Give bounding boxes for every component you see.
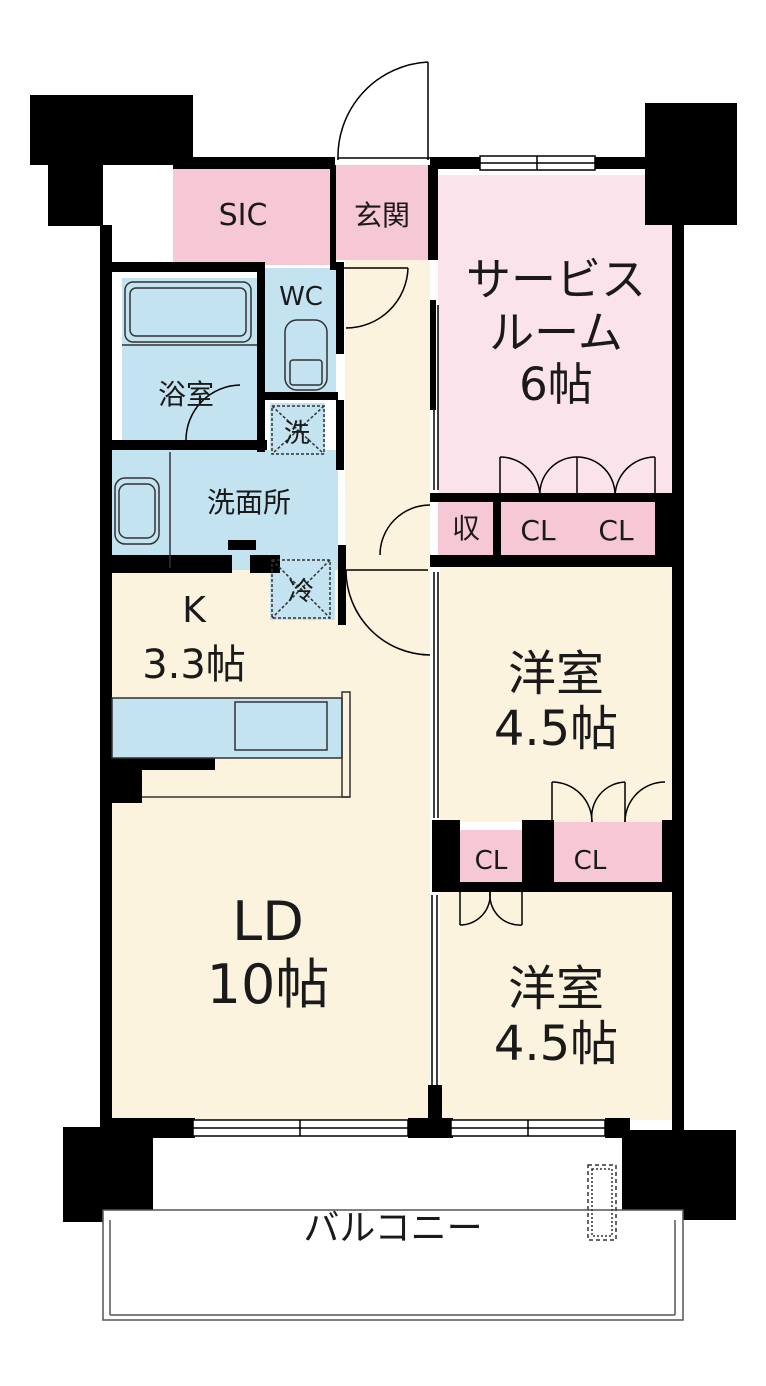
wash-basin bbox=[114, 477, 160, 545]
floor-fills bbox=[110, 165, 675, 1120]
labels: SIC 玄関 サービス ルーム 6帖 WC 浴室 洗 洗面所 冷 収 CL CL… bbox=[142, 198, 646, 1249]
label-closet-b: CL bbox=[598, 514, 634, 547]
bathtub bbox=[124, 281, 252, 343]
sliding-doors bbox=[431, 305, 439, 1085]
toilet bbox=[284, 319, 328, 391]
genkan-floor bbox=[335, 165, 430, 260]
label-service-room-1: サービス bbox=[466, 253, 646, 306]
closet-c-floor bbox=[460, 830, 522, 885]
fixtures bbox=[102, 281, 684, 1321]
balcony-hatch bbox=[587, 1164, 617, 1241]
label-western1-1: 洋室 bbox=[508, 646, 604, 702]
wash-machine-floor bbox=[270, 403, 325, 455]
label-closet-d: CL bbox=[574, 846, 607, 876]
walls bbox=[30, 95, 737, 1222]
kitchen-counter bbox=[111, 697, 343, 759]
label-genkan: 玄関 bbox=[354, 199, 410, 232]
label-bath: 浴室 bbox=[158, 378, 214, 411]
ld-floor bbox=[110, 570, 430, 1120]
label-western2-1: 洋室 bbox=[508, 961, 604, 1017]
western2-floor bbox=[440, 890, 673, 1120]
service-room-floor bbox=[438, 175, 675, 500]
label-storage: 収 bbox=[452, 512, 480, 545]
label-service-room-2: ルーム bbox=[489, 306, 623, 359]
closet-d-floor bbox=[552, 822, 665, 882]
western1-floor bbox=[440, 567, 673, 822]
label-ld-2: 10帖 bbox=[207, 953, 330, 1016]
label-wc: WC bbox=[279, 282, 323, 312]
balcony-rail bbox=[102, 1209, 684, 1321]
label-kitchen-2: 3.3帖 bbox=[142, 642, 246, 688]
label-fridge: 冷 bbox=[288, 577, 314, 607]
closet-b-floor bbox=[577, 500, 655, 555]
label-balcony: バルコニー bbox=[303, 1208, 482, 1249]
closet-a-floor bbox=[500, 500, 577, 555]
label-closet-c: CL bbox=[475, 846, 508, 876]
sic-floor bbox=[173, 165, 330, 265]
label-closet-a: CL bbox=[520, 514, 556, 547]
label-western2-2: 4.5帖 bbox=[494, 1016, 618, 1072]
windows bbox=[192, 155, 606, 1137]
label-kitchen-1: K bbox=[182, 590, 207, 631]
door-swings bbox=[185, 61, 666, 926]
label-sic: SIC bbox=[219, 198, 268, 233]
label-washroom: 洗面所 bbox=[207, 486, 291, 519]
label-service-room-3: 6帖 bbox=[519, 358, 593, 411]
storage-floor bbox=[438, 500, 493, 555]
label-wash-machine: 洗 bbox=[284, 419, 310, 449]
label-ld-1: LD bbox=[232, 890, 304, 953]
label-western1-2: 4.5帖 bbox=[494, 701, 618, 757]
